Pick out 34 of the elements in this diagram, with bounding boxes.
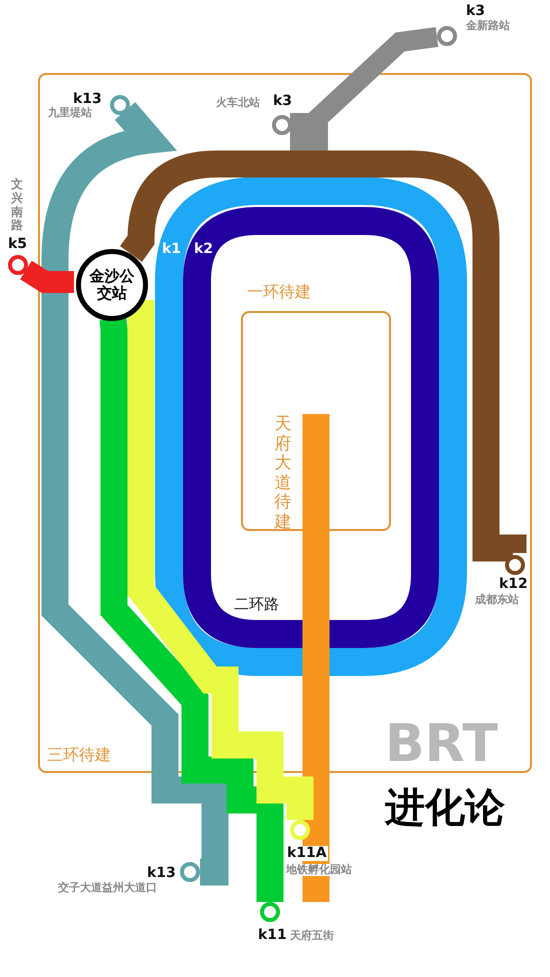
- ring-road-frame: [38, 73, 532, 773]
- station-marker: [8, 255, 28, 275]
- station-marker: [180, 862, 200, 882]
- frame-label: 一环待建: [247, 283, 311, 301]
- station-marker: [272, 115, 292, 135]
- station-name: 交子大道益州大道口: [58, 882, 157, 894]
- frame-label: 三环待建: [47, 746, 111, 764]
- street-name: 二环路: [234, 596, 279, 612]
- route-number: k13: [147, 866, 176, 882]
- station-name: 天府五街: [290, 930, 334, 942]
- station-name: 成都东站: [475, 594, 519, 606]
- route-number: k3: [273, 94, 292, 110]
- route-number: k5: [8, 237, 28, 252]
- route-line: [20, 260, 74, 293]
- route-number: k11A: [286, 846, 328, 862]
- station-marker: [260, 902, 280, 922]
- station-name: 地铁孵化园站: [285, 864, 353, 876]
- route-number: k13: [73, 92, 102, 107]
- station-name: 九里堤站: [48, 107, 92, 120]
- station-name: 火车北站: [216, 97, 260, 110]
- route-number: k2: [194, 242, 214, 258]
- title-text: 进化论: [385, 786, 505, 830]
- station-name: 金新路站: [466, 20, 510, 32]
- route-number: k11: [258, 928, 287, 944]
- route-number: k3: [466, 4, 486, 20]
- title-text: BRT: [385, 716, 498, 774]
- station-marker: [505, 555, 525, 575]
- street-name: 天府大道待建: [274, 415, 292, 532]
- route-number: k12: [499, 577, 528, 592]
- hub-station-circle: 金沙公交站: [76, 249, 148, 321]
- route-number: k1: [162, 242, 182, 258]
- street-name: 文兴南路: [10, 178, 24, 234]
- station-marker: [437, 26, 457, 46]
- station-marker: [290, 820, 310, 840]
